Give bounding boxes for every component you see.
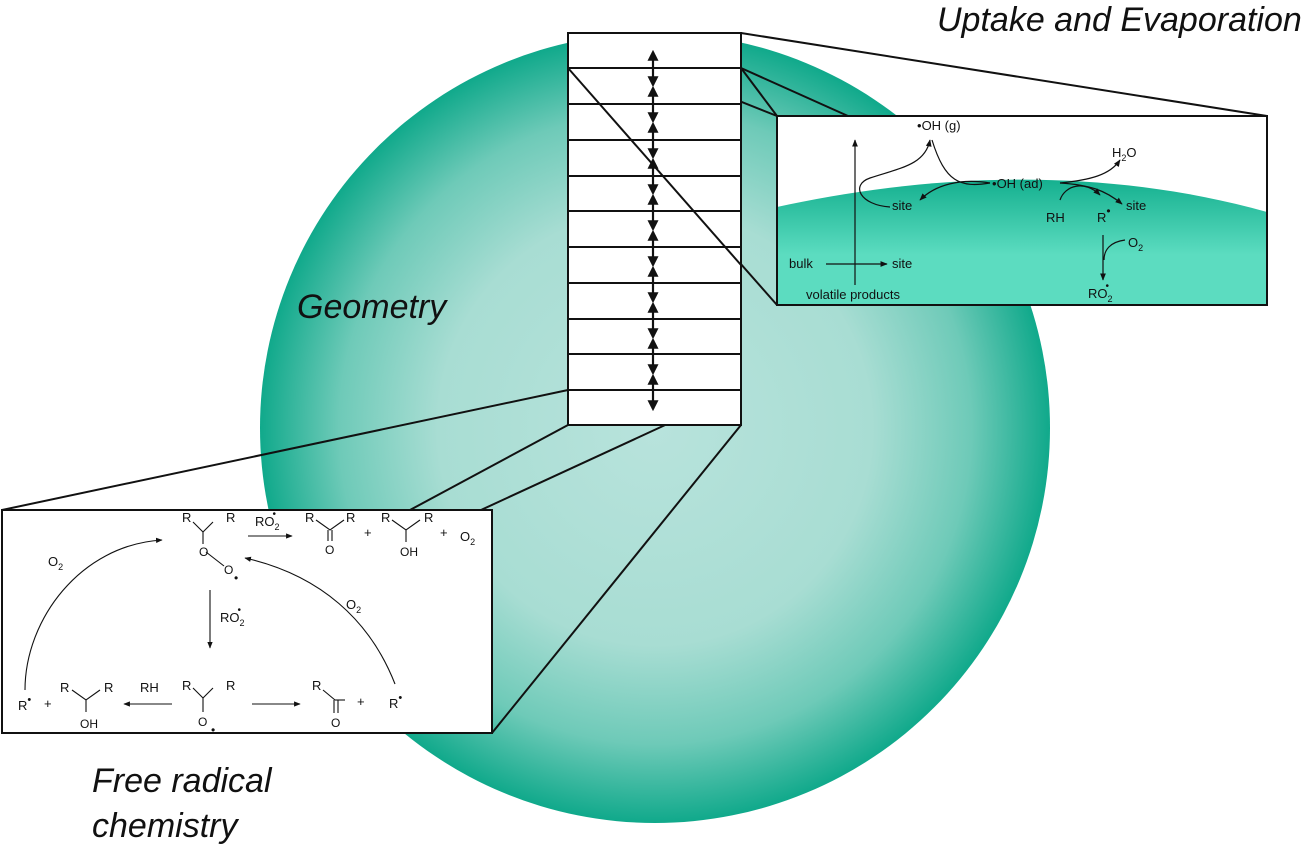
alcohol-top-oh: OH — [400, 545, 418, 559]
aldehyde-r: R — [312, 678, 321, 693]
r-radical-label: R• — [1097, 204, 1111, 225]
alcohol-top-r-left: R — [381, 510, 390, 525]
o2-left-label: O2 — [48, 554, 63, 572]
plus-1: + — [364, 525, 372, 540]
rh-label: RH — [1046, 210, 1065, 225]
oh-gas-label: •OH (g) — [917, 118, 961, 133]
uptake-evaporation-title: Uptake and Evaporation — [937, 1, 1301, 39]
particle-surface — [777, 179, 1267, 305]
surface-inset: •OH (g) •OH (ad) H2O site site site RH R… — [776, 115, 1268, 306]
site-bulk-label: site — [892, 256, 912, 271]
rh-label: RH — [140, 680, 159, 695]
r-radical-right: R• — [389, 692, 402, 711]
geometry-title: Geometry — [297, 288, 447, 326]
ketone-r-left: R — [305, 510, 314, 525]
peroxy-r-right: R — [226, 510, 235, 525]
ro2-top-label: RO2• — [255, 509, 280, 532]
chemistry-inset: R R O O • RO2• R R O + R R OH + O2 O2 O2… — [1, 509, 493, 737]
layer-stack — [567, 32, 742, 426]
ro2-label: RO2• — [1088, 281, 1113, 304]
site-right-label: site — [1126, 198, 1146, 213]
peroxy-r-left: R — [182, 510, 191, 525]
ketone-r-right: R — [346, 510, 355, 525]
alcohol-bottom-r-left: R — [60, 680, 69, 695]
peroxy-o2: O — [224, 563, 233, 577]
volatile-products-label: volatile products — [806, 287, 900, 302]
plus-4: + — [357, 694, 365, 709]
alkoxy-r-right: R — [226, 678, 235, 693]
free-radical-title-line1: Free radical — [92, 762, 272, 800]
ketone-o: O — [325, 543, 334, 557]
alkoxy-radical-dot: • — [211, 723, 215, 737]
alcohol-bottom-r-right: R — [104, 680, 113, 695]
water-label: H2O — [1112, 145, 1137, 163]
peroxy-radical-dot: • — [234, 571, 238, 585]
o2-right-label: O2 — [346, 597, 361, 615]
alkoxy-o: O — [198, 715, 207, 729]
stack-diagonal — [567, 67, 742, 266]
site-left-label: site — [892, 198, 912, 213]
plus-3: + — [44, 696, 52, 711]
o2-label: O2 — [1128, 235, 1143, 253]
o2-product-label: O2 — [460, 529, 475, 547]
plus-2: + — [440, 525, 448, 540]
ro2-mid-label: RO2• — [220, 605, 245, 628]
alcohol-top-r-right: R — [424, 510, 433, 525]
r-radical-bottom: R• — [18, 694, 31, 713]
bulk-label: bulk — [789, 256, 813, 271]
alcohol-bottom-oh: OH — [80, 717, 98, 731]
free-radical-title-line2: chemistry — [92, 807, 238, 845]
aldehyde-o: O — [331, 716, 340, 730]
oh-adsorbed-label: •OH (ad) — [992, 176, 1043, 191]
alkoxy-r-left: R — [182, 678, 191, 693]
peroxy-o1: O — [199, 545, 208, 559]
